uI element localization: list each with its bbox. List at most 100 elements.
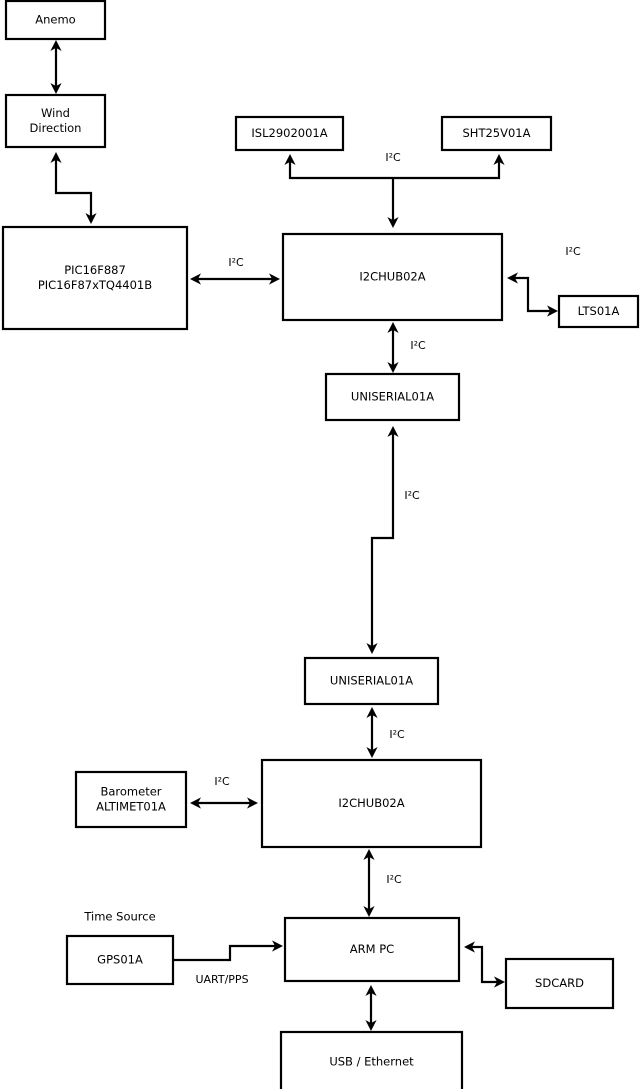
node-label-arm-pc: ARM PC <box>350 942 394 956</box>
arrowhead-icon <box>387 322 399 333</box>
arrowhead-icon <box>365 1020 377 1031</box>
edge-gps-armpc: UART/PPS <box>173 940 283 986</box>
node-label-i2chub02a-top: I2CHUB02A <box>359 270 425 284</box>
arrowhead-icon <box>363 906 375 917</box>
node-label-lts01a: LTS01A <box>578 304 620 318</box>
arrowhead-icon <box>366 707 378 718</box>
edge-label-pic-hub: I²C <box>228 256 244 269</box>
node-arm-pc[interactable]: ARM PC <box>283 916 461 983</box>
edge-hub-uniserial-top: I²C <box>387 322 426 373</box>
node-label-barometer: ALTIMET01A <box>96 800 166 814</box>
node-box-sdcard <box>504 957 615 1010</box>
node-anemo[interactable]: Anemo <box>4 0 107 41</box>
node-box-barometer <box>74 770 188 829</box>
edge-armpc-usb <box>365 985 377 1031</box>
node-box-gps01a <box>65 934 175 986</box>
edge-label-hub-uniserial-top: I²C <box>410 339 426 352</box>
node-box-wind-direction <box>4 93 107 149</box>
free-labels-layer: Time Source <box>83 910 155 924</box>
edges-layer: I²C I²C I²C I²C I²C I²C I²C I²C UART/PPS <box>50 40 581 1031</box>
node-label-anemo: Anemo <box>35 13 75 27</box>
edge-armpc-sdcard <box>464 941 505 988</box>
edge-label-uniserial-link: I²C <box>404 489 420 502</box>
edge-hub-lts: I²C <box>507 245 581 317</box>
node-gps01a[interactable]: GPS01A <box>65 934 175 986</box>
arrowhead-icon <box>494 976 505 988</box>
node-box-usb-ethernet <box>279 1030 464 1089</box>
arrowhead-icon <box>507 272 518 284</box>
edge-hub-sensors-bus: I²C <box>284 151 505 228</box>
arrowhead-icon <box>272 940 283 952</box>
edge-uniserial-link: I²C <box>366 426 420 654</box>
node-i2chub02a-bottom[interactable]: I2CHUB02A <box>260 758 483 849</box>
node-uniserial01a-bottom[interactable]: UNISERIAL01A <box>303 656 440 706</box>
arrowhead-icon <box>50 152 62 163</box>
arrowhead-icon <box>366 643 378 654</box>
node-lts01a[interactable]: LTS01A <box>557 294 640 329</box>
edge-label-gps-armpc: UART/PPS <box>195 973 248 986</box>
node-label-i2chub02a-bottom: I2CHUB02A <box>338 796 404 810</box>
node-i2chub02a-top[interactable]: I2CHUB02A <box>281 232 504 322</box>
arrowhead-icon <box>363 849 375 860</box>
node-sdcard[interactable]: SDCARD <box>504 957 615 1010</box>
edge-anemo-wind <box>50 40 62 94</box>
node-label-uniserial01a-top: UNISERIAL01A <box>351 390 434 404</box>
arrowhead-icon <box>269 273 280 285</box>
time-source-label: Time Source <box>83 910 155 924</box>
edge-label-barometer-hub: I²C <box>214 775 230 788</box>
node-label-isl2902001a: ISL2902001A <box>251 126 327 140</box>
edge-label-hub-sensors-bus: I²C <box>385 151 401 164</box>
node-box-i2chub02a-bottom <box>260 758 483 849</box>
node-label-barometer: Barometer <box>100 785 161 799</box>
node-uniserial01a-top[interactable]: UNISERIAL01A <box>324 372 461 422</box>
arrowhead-icon <box>85 213 97 224</box>
node-box-pic-mcu <box>1 225 189 331</box>
arrowhead-icon <box>50 83 62 94</box>
node-box-i2chub02a-top <box>281 232 504 322</box>
node-label-wind-direction: Wind <box>41 106 70 120</box>
edge-label-uniserial-hub-bottom: I²C <box>389 728 405 741</box>
arrowhead-icon <box>190 273 201 285</box>
arrowhead-icon <box>284 154 296 165</box>
edge-label-hub-armpc: I²C <box>386 873 402 886</box>
node-box-anemo <box>4 0 107 41</box>
node-box-isl2902001a <box>234 115 345 152</box>
node-label-wind-direction: Direction <box>30 121 82 135</box>
edge-hub-armpc: I²C <box>363 849 402 917</box>
arrowhead-icon <box>50 40 62 51</box>
edge-pic-hub: I²C <box>190 256 280 285</box>
edge-label-hub-lts: I²C <box>565 245 581 258</box>
node-label-pic-mcu: PIC16F887 <box>64 263 126 277</box>
edge-wind-pic <box>50 152 97 224</box>
arrowhead-icon <box>365 985 377 996</box>
arrowhead-icon <box>547 305 558 317</box>
node-box-uniserial01a-bottom <box>303 656 440 706</box>
arrowhead-icon <box>366 747 378 758</box>
arrowhead-icon <box>190 797 201 809</box>
node-box-arm-pc <box>283 916 461 983</box>
node-label-uniserial01a-bottom: UNISERIAL01A <box>330 674 413 688</box>
edge-uniserial-hub-bottom: I²C <box>366 707 405 758</box>
arrowhead-icon <box>387 426 399 437</box>
node-box-sht25v01a <box>440 115 553 152</box>
arrowhead-icon <box>464 941 475 953</box>
edge-barometer-hub: I²C <box>190 775 258 809</box>
node-box-lts01a <box>557 294 640 329</box>
arrowhead-icon <box>387 362 399 373</box>
node-box-uniserial01a-top <box>324 372 461 422</box>
node-label-usb-ethernet: USB / Ethernet <box>329 1055 414 1069</box>
node-label-sdcard: SDCARD <box>535 976 584 990</box>
node-usb-ethernet[interactable]: USB / Ethernet <box>279 1030 464 1089</box>
arrowhead-icon <box>493 154 505 165</box>
node-sht25v01a[interactable]: SHT25V01A <box>440 115 553 152</box>
node-isl2902001a[interactable]: ISL2902001A <box>234 115 345 152</box>
node-label-sht25v01a: SHT25V01A <box>463 126 531 140</box>
node-label-gps01a: GPS01A <box>97 953 143 967</box>
node-label-pic-mcu: PIC16F87xTQ4401B <box>38 278 152 292</box>
